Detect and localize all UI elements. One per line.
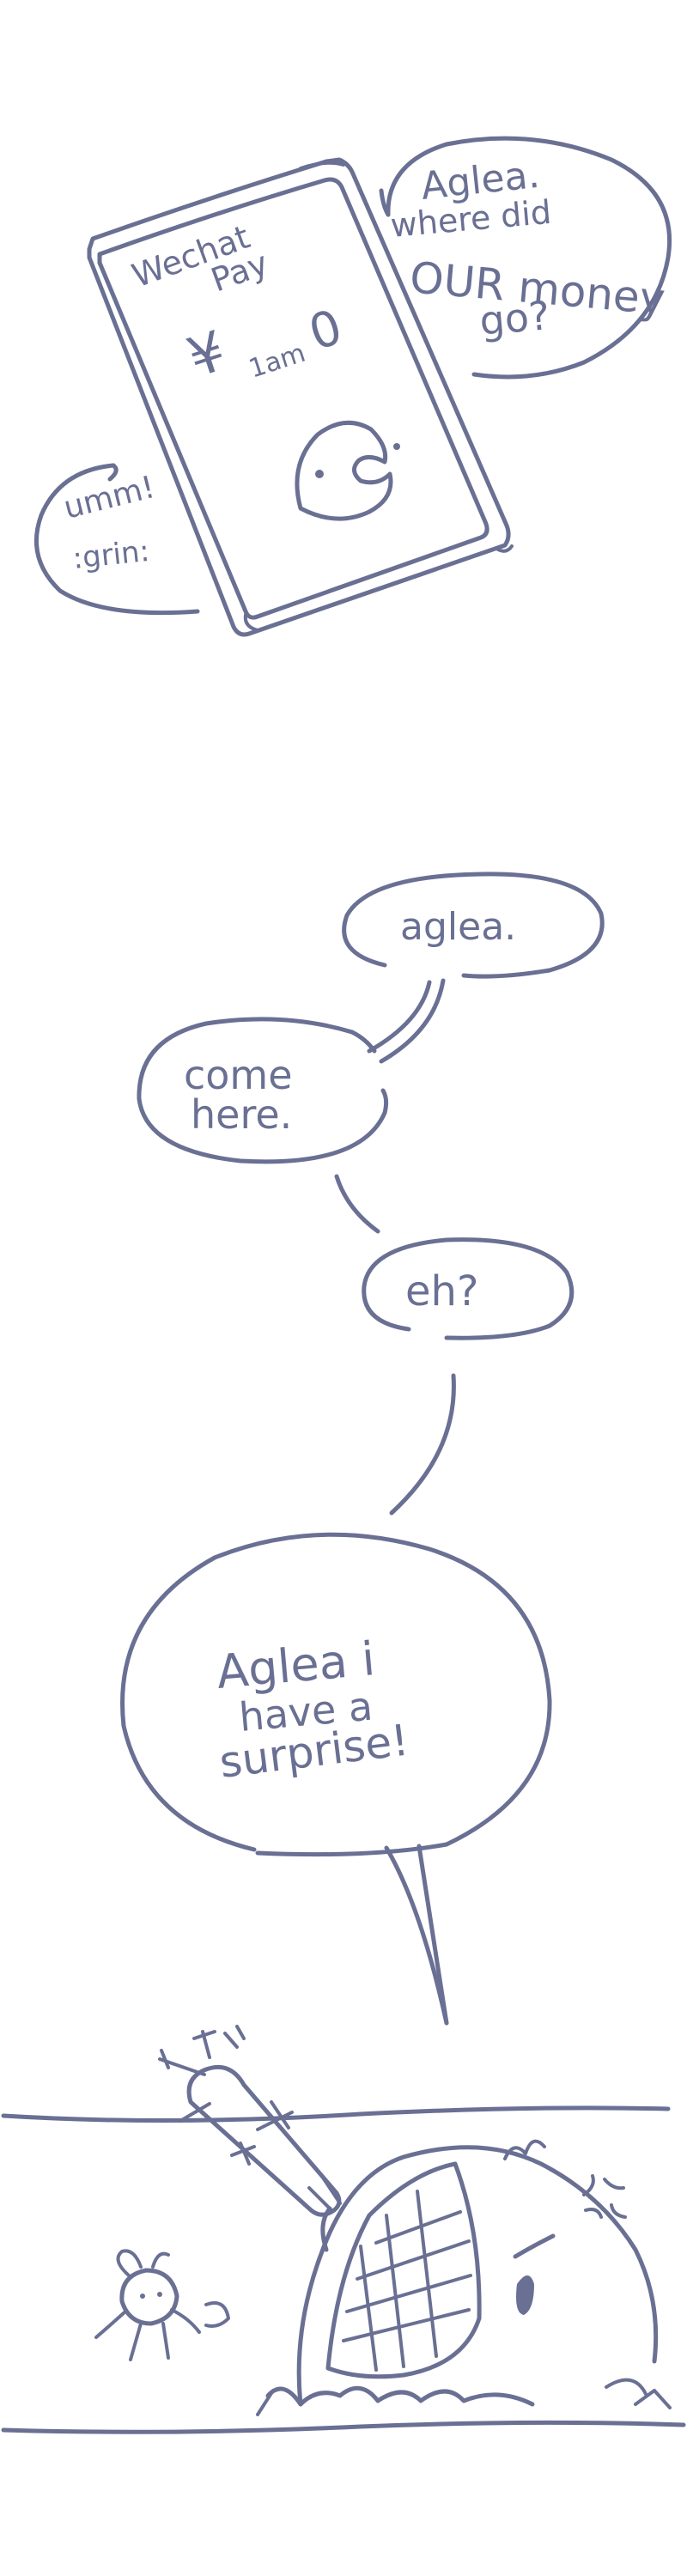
speech-bubble-surprise	[120, 1532, 552, 2026]
speech-bubble-aglea	[342, 872, 605, 979]
speech-come-line2: here.	[191, 1091, 292, 1138]
balance-amount: 1am	[246, 338, 309, 385]
floor-line-bottom	[1, 2420, 686, 2434]
speech-right-line4: go?	[477, 292, 551, 344]
speech-aglea-text: aglea.	[400, 905, 516, 949]
small-critter	[94, 2249, 230, 2361]
speech-bubble-come-here	[137, 1017, 389, 1164]
speech-come-line1: come	[184, 1052, 293, 1098]
speech-bubble-left	[33, 463, 200, 616]
yen-symbol: ¥	[180, 319, 234, 391]
speech-eh-text: eh?	[405, 1267, 478, 1315]
spiked-club-icon	[158, 2025, 342, 2217]
speech-right-line2: where did	[389, 193, 553, 245]
panel-wechat-pay: Wechat Pay ¥ 1am 0 Aglea. where did OUR …	[33, 136, 672, 637]
floor-line-top	[1, 2105, 671, 2123]
balance-zero: 0	[302, 299, 349, 361]
speech-bubble-right	[379, 136, 672, 380]
wechat-pay-face-icon	[295, 420, 400, 521]
panel-surprise: aglea. come here. eh? Aglea i have a sur…	[1, 872, 686, 2434]
anger-mark-icon	[582, 2174, 627, 2219]
angry-character	[256, 2139, 672, 2416]
phone-drawing	[87, 157, 514, 637]
speech-left-line2: :grin:	[71, 534, 151, 576]
speech-bubble-eh	[362, 1237, 575, 1340]
